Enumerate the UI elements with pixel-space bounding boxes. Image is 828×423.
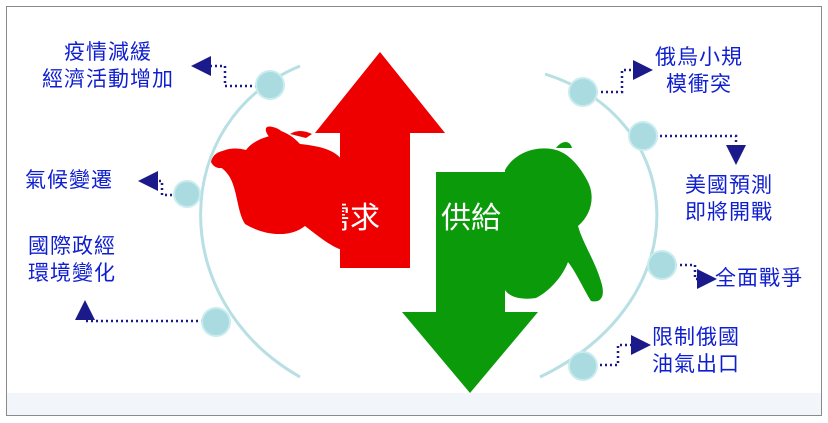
bottom-band [7,393,821,415]
connector-right-2 [655,134,746,165]
down-arrow-icon [402,172,538,393]
right-arc [539,72,659,379]
right-factor-3: 全面戰爭 [715,265,803,292]
right-factor-4-line2: 油氣出口 [652,352,740,376]
arc-nodes [173,70,677,381]
up-arrow-icon [315,52,445,268]
right-factor-3-line1: 全面戰爭 [715,266,803,290]
node-right-4 [568,351,598,381]
left-factor-1: 疫情減緩 經濟活動增加 [42,39,174,93]
right-factor-2-line2: 即將開戰 [685,200,773,224]
right-factor-4: 限制俄國 油氣出口 [652,324,740,378]
bear-icon [505,142,603,302]
right-factor-2: 美國預測 即將開戰 [685,172,773,226]
supply-label: 供給 [441,201,501,236]
connector-right-4 [595,335,651,367]
bull-icon [211,126,342,250]
left-factor-1-line2: 經濟活動增加 [42,67,174,91]
right-factor-1-line1: 俄烏小規 [655,45,743,69]
left-factor-3: 國際政經 環境變化 [28,233,116,287]
left-factor-3-line1: 國際政經 [28,234,116,258]
connector-left-2 [138,171,182,197]
right-factor-1: 俄烏小規 模衝突 [655,44,743,98]
node-right-1 [568,77,598,107]
left-factor-1-line1: 疫情減緩 [64,40,152,64]
node-right-3 [647,250,677,280]
node-left-3 [201,307,231,337]
node-left-2 [173,180,201,208]
left-factor-3-line2: 環境變化 [28,261,116,285]
right-factor-2-line1: 美國預測 [685,173,773,197]
node-left-1 [255,70,285,100]
left-arc [199,64,301,379]
left-factor-2: 氣候變遷 [25,167,113,194]
connector-right-3 [675,263,717,289]
connector-right-1 [596,60,653,94]
left-factor-2-line1: 氣候變遷 [25,168,113,192]
diagram-frame [6,6,822,416]
right-factor-1-line2: 模衝突 [666,72,732,96]
connector-left-1 [191,56,262,88]
right-factor-4-line1: 限制俄國 [652,325,740,349]
connector-left-3 [75,300,203,323]
node-right-2 [628,121,658,151]
